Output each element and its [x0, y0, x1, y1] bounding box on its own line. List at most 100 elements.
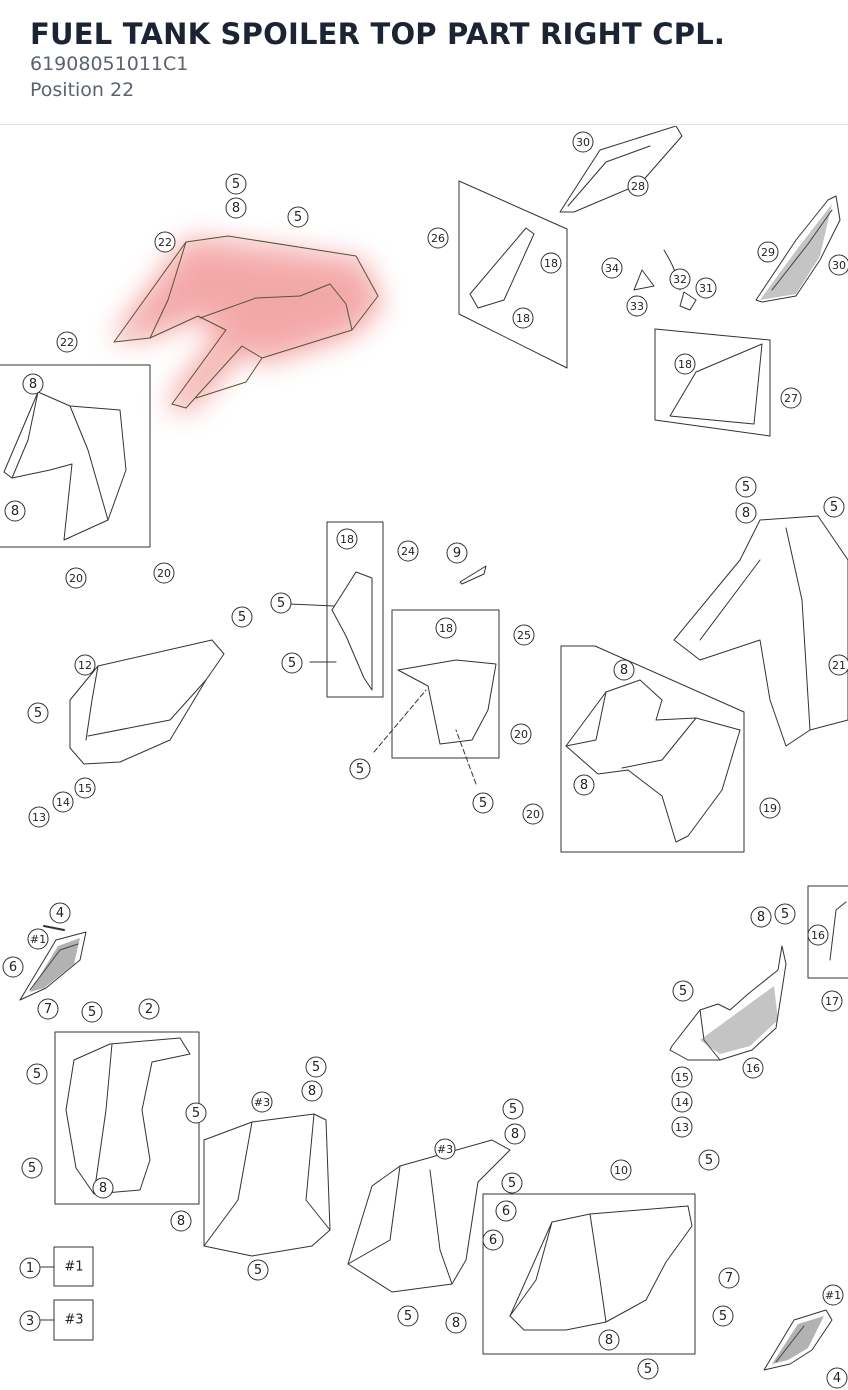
callout-4[interactable]: 4: [826, 1367, 848, 1389]
callout-1[interactable]: 1: [19, 1257, 41, 1279]
callout-15[interactable]: 15: [74, 777, 96, 799]
callout-34[interactable]: 34: [601, 257, 623, 279]
callout-8[interactable]: 8: [750, 906, 772, 928]
callout-5[interactable]: 5: [305, 1056, 327, 1078]
callout-13[interactable]: 13: [28, 806, 50, 828]
callout-12[interactable]: 12: [74, 654, 96, 676]
callout-28[interactable]: 28: [627, 175, 649, 197]
callout-label: 10: [614, 1164, 628, 1177]
callout-5[interactable]: 5: [735, 476, 757, 498]
callout-6[interactable]: 6: [495, 1200, 517, 1222]
callout-8[interactable]: 8: [22, 373, 44, 395]
callout-5[interactable]: 5: [823, 496, 845, 518]
callout-8[interactable]: 8: [170, 1210, 192, 1232]
callout-33[interactable]: 33: [626, 295, 648, 317]
callout-8[interactable]: 8: [613, 659, 635, 681]
callout-18[interactable]: 18: [540, 252, 562, 274]
callout-20[interactable]: 20: [510, 723, 532, 745]
callout-7[interactable]: 7: [37, 998, 59, 1020]
callout-circle: [774, 903, 796, 925]
callout-5[interactable]: 5: [247, 1259, 269, 1281]
callout-8[interactable]: 8: [573, 774, 595, 796]
callout-label: 8: [742, 506, 750, 521]
callout-32[interactable]: 32: [669, 268, 691, 290]
callout-3[interactable]: 3: [19, 1310, 41, 1332]
callout-6[interactable]: 6: [482, 1229, 504, 1251]
callout-5[interactable]: 5: [270, 592, 292, 614]
callout-18[interactable]: 18: [512, 307, 534, 329]
callout-18[interactable]: 18: [435, 617, 457, 639]
callout-16[interactable]: 16: [807, 924, 829, 946]
callout-8[interactable]: 8: [225, 197, 247, 219]
callout-5[interactable]: 5: [27, 702, 49, 724]
callout-22[interactable]: 22: [56, 331, 78, 353]
callout-25[interactable]: 25: [513, 624, 535, 646]
callout-5[interactable]: 5: [472, 792, 494, 814]
callout-27[interactable]: 27: [780, 387, 802, 409]
callout-circle: [540, 252, 562, 274]
callout-8[interactable]: 8: [92, 1177, 114, 1199]
callout-5[interactable]: 5: [637, 1358, 659, 1380]
callout-4[interactable]: 4: [49, 902, 71, 924]
callout-5[interactable]: 5: [774, 903, 796, 925]
callout-hash-1[interactable]: #1: [27, 928, 49, 950]
callout-circle: [712, 1305, 734, 1327]
callout-circle: [74, 654, 96, 676]
callout-5[interactable]: 5: [672, 980, 694, 1002]
callout-24[interactable]: 24: [397, 540, 419, 562]
callout-circle: [153, 562, 175, 584]
callout-18[interactable]: 18: [336, 528, 358, 550]
callout-5[interactable]: 5: [21, 1157, 43, 1179]
callout-8[interactable]: 8: [4, 500, 26, 522]
callout-19[interactable]: 19: [759, 797, 781, 819]
callout-15[interactable]: 15: [671, 1066, 693, 1088]
callout-5[interactable]: 5: [698, 1149, 720, 1171]
callout-20[interactable]: 20: [65, 567, 87, 589]
callout-5[interactable]: 5: [501, 1172, 523, 1194]
callout-8[interactable]: 8: [445, 1312, 467, 1334]
callout-20[interactable]: 20: [153, 562, 175, 584]
callout-5[interactable]: 5: [712, 1305, 734, 1327]
callout-16[interactable]: 16: [742, 1057, 764, 1079]
callout-31[interactable]: 31: [695, 277, 717, 299]
callout-7[interactable]: 7: [718, 1267, 740, 1289]
callout-8[interactable]: 8: [301, 1080, 323, 1102]
callout-20[interactable]: 20: [522, 803, 544, 825]
callout-circle: [92, 1177, 114, 1199]
callout-5[interactable]: 5: [502, 1098, 524, 1120]
callout-5[interactable]: 5: [287, 206, 309, 228]
callout-18[interactable]: 18: [674, 353, 696, 375]
callout-5[interactable]: 5: [281, 652, 303, 674]
callout-5[interactable]: 5: [231, 606, 253, 628]
callout-hash-3[interactable]: #3: [434, 1138, 456, 1160]
callout-5[interactable]: 5: [26, 1063, 48, 1085]
callout-hash-3[interactable]: #3: [251, 1091, 273, 1113]
callout-circle: [170, 1210, 192, 1232]
callout-22[interactable]: 22: [154, 231, 176, 253]
callout-8[interactable]: 8: [598, 1329, 620, 1351]
callout-hash-1[interactable]: #1: [822, 1284, 844, 1306]
callout-26[interactable]: 26: [427, 227, 449, 249]
callout-29[interactable]: 29: [757, 241, 779, 263]
callout-5[interactable]: 5: [81, 1001, 103, 1023]
callout-8[interactable]: 8: [504, 1123, 526, 1145]
callout-13[interactable]: 13: [671, 1116, 693, 1138]
callout-8[interactable]: 8: [735, 502, 757, 524]
callout-circle: [735, 476, 757, 498]
callout-5[interactable]: 5: [349, 758, 371, 780]
callout-17[interactable]: 17: [821, 990, 843, 1012]
callout-label: 5: [356, 762, 364, 777]
callout-6[interactable]: 6: [2, 956, 24, 978]
callout-5[interactable]: 5: [185, 1102, 207, 1124]
callout-21[interactable]: 21: [828, 654, 848, 676]
callout-10[interactable]: 10: [610, 1159, 632, 1181]
callout-5[interactable]: 5: [397, 1305, 419, 1327]
callout-2[interactable]: 2: [138, 998, 160, 1020]
callout-9[interactable]: 9: [446, 542, 468, 564]
callout-5[interactable]: 5: [225, 173, 247, 195]
callout-30[interactable]: 30: [572, 131, 594, 153]
callout-14[interactable]: 14: [52, 791, 74, 813]
callout-30[interactable]: 30: [828, 254, 848, 276]
callout-label: 34: [605, 262, 619, 275]
callout-14[interactable]: 14: [671, 1091, 693, 1113]
